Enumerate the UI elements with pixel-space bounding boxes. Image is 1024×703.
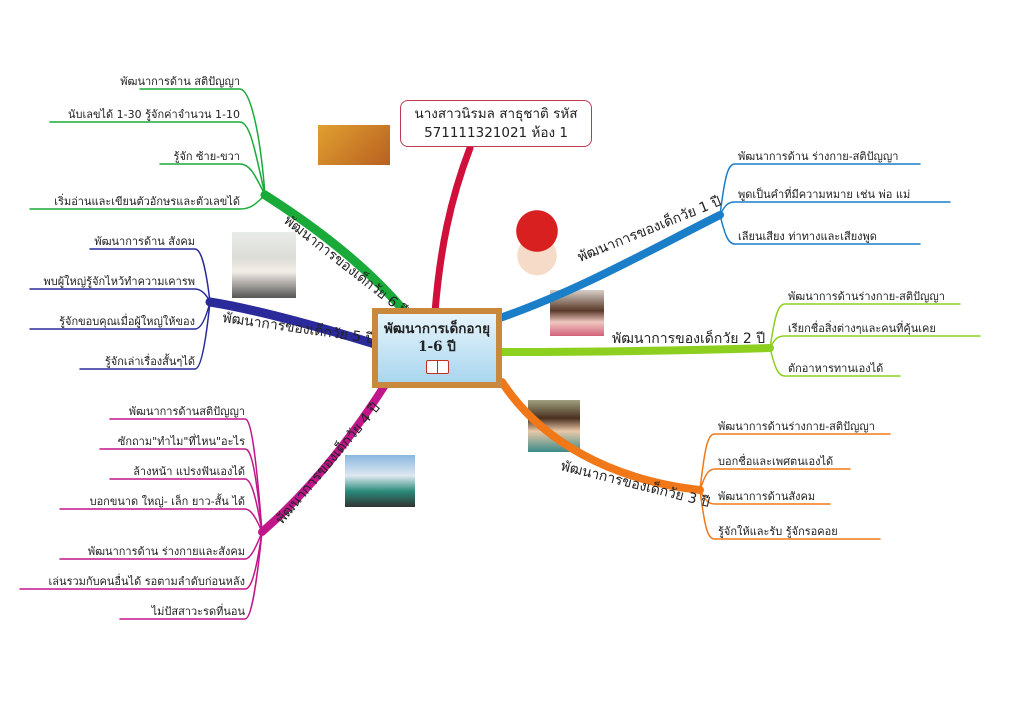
leaf-age6-4: เริ่มอ่านและเขียนตัวอักษรและตัวเลขได้: [54, 193, 240, 208]
central-topic-line2: 1-6 ปี: [418, 339, 456, 355]
leaf-age6-1: พัฒนาการด้าน สติปัญญา: [120, 75, 240, 88]
branch-label-age5: พัฒนาการของเด็กวัย 5 ปี: [221, 308, 375, 347]
leaf-age6-2: นับเลขได้ 1-30 รู้จักค่าจำนวน 1-10: [68, 108, 240, 121]
leaf-age1-3: เลียนเสียง ท่าทางและเสียงพูด: [738, 230, 877, 243]
leaf-age1-1: พัฒนาการด้าน ร่างกาย-สติปัญญา: [738, 150, 898, 163]
trunk-age5: [205, 297, 383, 350]
trunk-age2: [498, 344, 774, 356]
leaf-age4-1: พัฒนาการด้านสติปัญญา: [129, 405, 245, 418]
leaf-age4-3: ล้างหน้า แปรงฟันเองได้: [133, 465, 245, 478]
leaf-age3-4: รู้จักให้และรับ รู้จักรอคอย: [718, 525, 838, 538]
trunk-title: [431, 144, 474, 316]
photo-age1-baby: [505, 210, 569, 280]
photo-age6-children: [318, 125, 390, 165]
central-topic: พัฒนาการเด็กอายุ 1-6 ปี: [372, 308, 502, 388]
branch-label-age6: พัฒนาการของเด็กวัย 6 ปี: [281, 211, 413, 320]
leaf-age6-3: รู้จัก ซ้าย-ขวา: [174, 150, 240, 163]
branch-label-age2: พัฒนาการของเด็กวัย 2 ปี: [612, 329, 765, 347]
trunk-age6: [260, 190, 410, 317]
leaf-age5-2: พบผู้ใหญ่รู้จักไหว้ทำความเคารพ: [44, 275, 196, 288]
central-topic-line1: พัฒนาการเด็กอายุ: [383, 321, 491, 337]
photo-age5-girl: [232, 232, 296, 298]
author-name: นางสาวนิรมล สาธุชาติ รหัส: [414, 106, 578, 122]
leaf-age2-2: เรียกชื่อสิ่งต่างๆและคนที่คุ้นเคย: [788, 320, 936, 335]
leaf-age5-4: รู้จักเล่าเรื่องสั้นๆได้: [105, 353, 195, 368]
leaf-age4-2: ซักถาม"ทำไม"ที่ไหน"อะไร: [118, 433, 245, 448]
leaf-age2-1: พัฒนาการด้านร่างกาย-สติปัญญา: [788, 290, 945, 303]
trunk-age4: [258, 381, 389, 536]
leaf-age4-5: พัฒนาการด้าน ร่างกายและสังคม: [88, 545, 245, 558]
trunk-age1: [496, 211, 724, 322]
author-title-box: นางสาวนิรมล สาธุชาติ รหัส 571111321021 ห…: [400, 100, 592, 147]
leaf-age4-4: บอกขนาด ใหญ่- เล็ก ยาว-สั้น ได้: [90, 493, 245, 508]
leaf-age4-6: เล่นรวมกับคนอื่นได้ รอตามลำดับก่อนหลัง: [49, 573, 245, 588]
author-id: 571111321021 ห้อง 1: [424, 125, 568, 141]
trunk-age3: [498, 378, 704, 494]
branch-label-age3: พัฒนาการของเด็กวัย 3 ปี: [559, 456, 712, 511]
leaf-age5-3: รู้จักขอบคุณเมื่อผู้ใหญ่ให้ของ: [59, 313, 195, 328]
photo-age4-boy: [345, 455, 415, 507]
book-icon: [426, 358, 449, 374]
leaf-age2-3: ตักอาหารทานเองได้: [788, 362, 883, 375]
leaf-age5-1: พัฒนาการด้าน สังคม: [94, 235, 195, 248]
leaf-age4-7: ไม่ปัสสาวะรดที่นอน: [151, 603, 246, 618]
leaf-age3-1: พัฒนาการด้านร่างกาย-สติปัญญา: [718, 420, 875, 433]
leaf-age3-2: บอกชื่อและเพศตนเองได้: [718, 453, 833, 468]
leaf-age1-2: พูดเป็นคำที่มีความหมาย เช่น พ่อ แม่: [738, 186, 910, 201]
branch-label-age4: พัฒนาการของเด็กวัย 4 ปี: [271, 399, 383, 528]
leaf-age3-3: พัฒนาการด้านสังคม: [718, 490, 815, 503]
